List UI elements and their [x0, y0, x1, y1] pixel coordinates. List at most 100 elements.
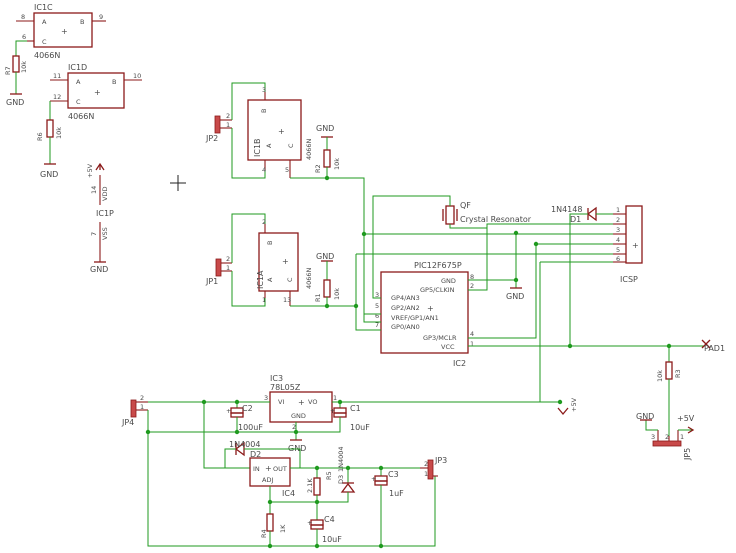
ic2-value: PIC12F675P: [414, 261, 462, 270]
d3-name: D3: [337, 475, 345, 484]
c1-capacitor[interactable]: + C1 10uF: [330, 402, 370, 432]
r4-resistor[interactable]: R4 1K: [260, 513, 287, 546]
ic1c-gate[interactable]: IC1C 8 9 6 A B C + 4066N: [16, 3, 106, 60]
c2-capacitor[interactable]: + C2 100uF: [226, 402, 263, 432]
ic3-pin-vo: 1: [333, 394, 337, 402]
d3-diode[interactable]: 1N4004 D3: [317, 446, 356, 503]
r7-gnd-label: GND: [6, 98, 24, 107]
jp3-pin1: 1: [424, 470, 428, 478]
jp3-jumper[interactable]: 2 1 JP3: [420, 456, 447, 480]
ic1d-pin-c-num: 12: [53, 93, 61, 101]
jp2-pin1: 1: [226, 121, 230, 129]
ic1c-name: IC1C: [34, 3, 53, 12]
r7-name: R7: [4, 66, 12, 75]
jp4-jumper[interactable]: 2 1 JP4: [121, 394, 148, 427]
ic1b-letter-a: A: [265, 143, 273, 148]
ic3-pin-gnd: 2: [292, 423, 296, 431]
ic1c-letter-c: C: [42, 38, 47, 46]
c1-value: 10uF: [350, 423, 370, 432]
ic1p-power-unit[interactable]: +5V 14 VDD IC1P 7 VSS GND: [86, 162, 114, 274]
ic2-pin-right-1-num: 2: [470, 282, 474, 290]
r3-resistor[interactable]: 10k R3: [656, 346, 682, 436]
ic3-vi: VI: [278, 398, 284, 406]
ic1p-gnd-label: GND: [90, 265, 108, 274]
ic1b-pin-c: 5: [285, 166, 289, 174]
r2-resistor[interactable]: GND R2 10k: [314, 124, 341, 178]
ic2-pin-left-2-num: 6: [375, 312, 379, 320]
r5-resistor[interactable]: 2.1K R5: [270, 468, 333, 503]
ic1p-supply-label: +5V: [86, 163, 94, 178]
jp1-jumper[interactable]: 2 1 JP1: [205, 255, 232, 286]
jp5-pin2: 2: [665, 433, 669, 441]
ic2-pin-left-1-label: GP2/AN2: [391, 304, 420, 312]
ic2-pin-left-2-label: VREF/GP1/AN1: [391, 314, 439, 322]
icsp-pin-3: 3: [616, 226, 620, 234]
r6-name: R6: [36, 132, 44, 141]
supply-plus5v-symbol: +5V: [557, 397, 578, 416]
ic1d-gate[interactable]: IC1D 11 10 12 A B C + 4066N: [50, 63, 142, 121]
ic1b-letter-c: C: [287, 143, 295, 148]
qf-value: Crystal Resonator: [460, 215, 532, 224]
ic2-pin-right-3-label: VCC: [441, 343, 455, 351]
c4-polarity: +: [307, 519, 312, 527]
qf-crystal-resonator[interactable]: QF Crystal Resonator: [442, 201, 532, 225]
ic1d-letter-c: C: [76, 98, 81, 106]
c1-name: C1: [350, 404, 361, 413]
crosshair-cursor-icon: [170, 175, 186, 191]
jp5-name: JP5: [683, 448, 692, 461]
ic1a-pin-a: 1: [262, 296, 266, 304]
ic1d-pin-a-num: 11: [53, 72, 61, 80]
ic3-voltage-regulator[interactable]: IC3 78L05Z VI + VO GND 3 1 2: [264, 374, 337, 431]
ic1c-letter-b: B: [80, 18, 84, 26]
r1-gnd-label: GND: [316, 252, 334, 261]
r4-name: R4: [260, 529, 268, 538]
icsp-header[interactable]: 1 2 3 4 5 6 + ICSP: [613, 205, 643, 284]
r6-value: 10k: [55, 127, 63, 139]
ic4-adjustable-regulator[interactable]: IN + OUT ADJ IC4: [249, 457, 295, 498]
ic3-vo: VO: [308, 398, 317, 406]
ic2-center-mark: +: [427, 304, 434, 313]
jp5-jumper[interactable]: 3 2 1 JP5: [651, 430, 692, 461]
jp2-jumper[interactable]: 2 1 JP2: [205, 112, 232, 143]
c4-capacitor[interactable]: + C4 10uF: [307, 502, 342, 546]
ic1b-value: 4066N: [305, 138, 313, 160]
icsp-pin-1: 1: [616, 206, 620, 214]
r5-name: R5: [325, 471, 333, 480]
ic1a-value: 4066N: [305, 267, 313, 289]
ic1a-pin-c: 13: [283, 296, 291, 304]
ic2-pin-right-2-label: GP3/MCLR: [423, 334, 457, 342]
ic1a-name: IC1A: [256, 270, 265, 289]
ic1a-pin-b: 2: [262, 218, 266, 226]
ic1a-letter-b: B: [266, 241, 274, 245]
ic2-pin-left-1-num: 5: [375, 302, 379, 310]
ic2-pin-right-0-num: 8: [470, 273, 474, 281]
r5-value: 2.1K: [306, 478, 314, 493]
ic4-center-mark: +: [265, 464, 272, 473]
ic2-pin-left-0-label: GP4/AN3: [391, 294, 420, 302]
ic4-adj: ADJ: [262, 476, 273, 484]
ic1p-vss-pin: 7: [90, 232, 98, 236]
c3-capacitor[interactable]: + C3 1uF: [371, 468, 404, 546]
ic4-out: OUT: [273, 465, 287, 473]
ic1p-name: IC1P: [96, 209, 114, 218]
r1-value: 10k: [333, 288, 341, 300]
ic2-gnd-label: GND: [506, 292, 524, 301]
ic2-pic-microcontroller[interactable]: PIC12F675P IC2 GP4/AN3 GP2/AN2 + VREF/GP…: [375, 261, 474, 368]
jp1-pin2: 2: [226, 255, 230, 263]
ic1a-gate[interactable]: 2 1 13 B A C + IC1A 4066N: [256, 218, 313, 306]
ic1c-pin-a-num: 8: [21, 13, 25, 21]
ic1d-pin-b-num: 10: [133, 72, 141, 80]
ic3-center-mark: +: [298, 398, 305, 407]
ic1c-pin-c-num: 6: [22, 33, 26, 41]
ic1b-gate[interactable]: 3 4 5 B A C + IC1B 4066N: [247, 86, 313, 178]
r6-ground: GND: [40, 163, 58, 179]
jp2-name: JP2: [205, 134, 218, 143]
ic4-in: IN: [253, 465, 260, 473]
ic1d-name: IC1D: [68, 63, 87, 72]
ic1a-letter-c: C: [286, 277, 294, 282]
d1-name: D1: [570, 215, 581, 224]
pad1-connector[interactable]: PAD1: [701, 339, 725, 353]
r1-resistor[interactable]: GND R1 10k: [314, 252, 341, 306]
ic1p-vdd-label: VDD: [101, 187, 109, 201]
